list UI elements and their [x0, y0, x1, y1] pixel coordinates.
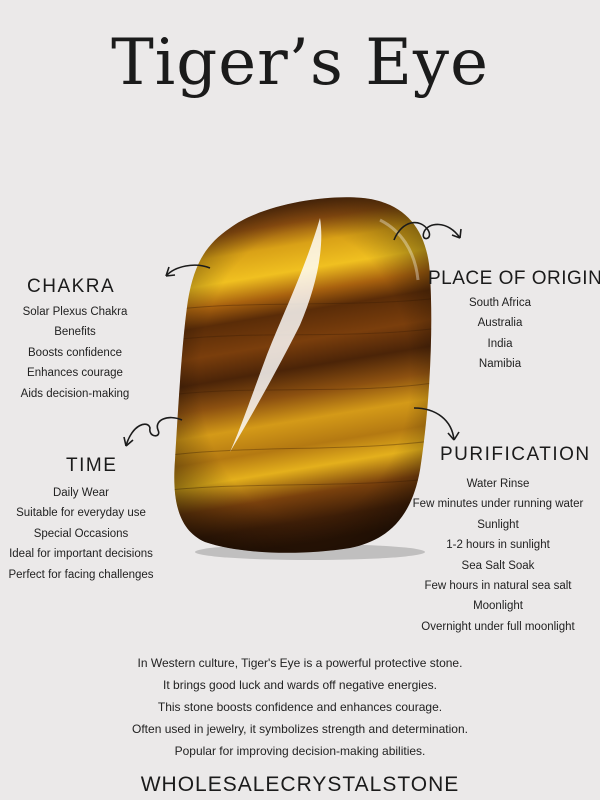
brand-name: WHOLESALECRYSTALSTONE [140, 773, 460, 796]
list-item: Boosts confidence [28, 346, 122, 359]
description-line: In Western culture, Tiger's Eye is a pow… [137, 656, 463, 670]
description-line: It brings good luck and wards off negati… [163, 678, 437, 692]
list-item: Sunlight [477, 518, 519, 531]
origin-list: South Africa Australia India Namibia [440, 293, 560, 375]
time-list: Daily Wear Suitable for everyday use Spe… [0, 483, 162, 585]
list-item: Solar Plexus Chakra [22, 306, 128, 318]
description-line: This stone boosts confidence and enhance… [157, 700, 443, 714]
list-item: Few minutes under running water [412, 498, 584, 511]
description-line: Often used in jewelry, it symbolizes str… [132, 722, 468, 736]
tigers-eye-stone-image [174, 197, 432, 560]
list-item: Enhances courage [27, 367, 123, 380]
origin-heading: PLACE OF ORIGIN [428, 268, 600, 289]
list-item: Daily Wear [52, 487, 110, 499]
page-title: Tiger’s Eye [111, 26, 489, 100]
list-item: Special Occasions [33, 527, 129, 540]
list-item: Few hours in natural sea salt [424, 580, 572, 593]
list-item: Australia [477, 317, 523, 330]
list-item: Perfect for facing challenges [8, 568, 154, 581]
list-item: Benefits [54, 326, 96, 339]
description-line: Popular for improving decision-making ab… [174, 744, 426, 758]
arrow-time-icon [123, 416, 183, 447]
arrow-origin-icon [393, 221, 462, 241]
list-item: Suitable for everyday use [16, 507, 146, 520]
list-item: Overnight under full moonlight [421, 620, 575, 633]
list-item: Water Rinse [466, 478, 530, 490]
list-item: South Africa [468, 297, 531, 309]
list-item: Sea Salt Soak [461, 559, 535, 572]
arrow-chakra-icon [165, 264, 211, 277]
chakra-list: Solar Plexus Chakra Benefits Boosts conf… [0, 302, 150, 404]
list-item: India [487, 337, 513, 350]
list-item: Moonlight [473, 600, 523, 613]
purification-heading: PURIFICATION [440, 444, 591, 465]
arrow-purification-icon [413, 407, 460, 441]
list-item: 1-2 hours in sunlight [446, 539, 550, 552]
list-item: Aids decision-making [20, 387, 130, 400]
chakra-heading: CHAKRA [27, 276, 116, 297]
list-item: Namibia [478, 358, 522, 371]
description-paragraph: In Western culture, Tiger's Eye is a pow… [0, 652, 600, 762]
list-item: Ideal for important decisions [9, 548, 153, 561]
time-heading: TIME [66, 455, 118, 476]
purification-list: Water Rinse Few minutes under running wa… [398, 474, 598, 637]
